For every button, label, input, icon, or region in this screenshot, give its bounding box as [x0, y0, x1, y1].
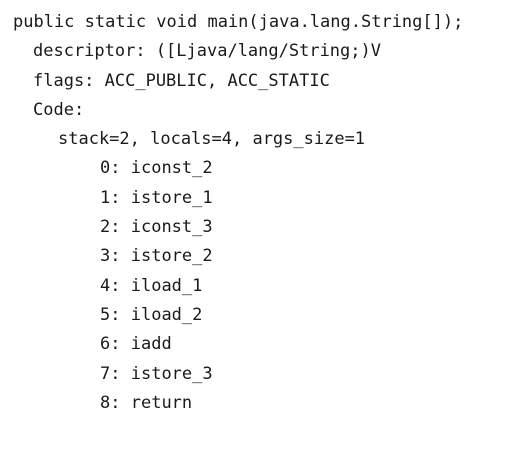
instruction-row: 7: istore_3: [0, 360, 531, 389]
instruction-offset: 6:: [100, 334, 121, 355]
instruction-row: 3: istore_2: [0, 242, 531, 271]
instruction-opcode: istore_2: [130, 246, 213, 267]
code-label: Code:: [33, 99, 85, 120]
instruction-offset: 3:: [100, 246, 121, 267]
instruction-opcode: iconst_3: [130, 217, 213, 238]
instruction-offset: 8:: [100, 392, 121, 413]
instruction-row: 4: iload_1: [0, 272, 531, 301]
instruction-opcode: return: [130, 392, 193, 413]
instruction-offset: 5:: [100, 304, 121, 325]
instruction-opcode: iload_1: [130, 275, 203, 296]
instruction-offset: 7:: [100, 363, 121, 384]
stack-info: stack=2, locals=4, args_size=1: [58, 129, 366, 150]
instruction-offset: 1:: [100, 187, 121, 208]
instruction-row: 0: iconst_2: [0, 154, 531, 183]
method-descriptor: descriptor: ([Ljava/lang/String;)V: [33, 41, 381, 62]
instruction-opcode: iload_2: [130, 304, 203, 325]
instruction-row: 2: iconst_3: [0, 213, 531, 242]
instruction-row: 1: istore_1: [0, 184, 531, 213]
instruction-row: 8: return: [0, 389, 531, 418]
instruction-offset: 2:: [100, 217, 121, 238]
instruction-opcode: iadd: [130, 334, 172, 355]
instruction-offset: 0:: [100, 158, 121, 179]
instruction-opcode: iconst_2: [130, 158, 213, 179]
instruction-row: 5: iload_2: [0, 301, 531, 330]
instruction-opcode: istore_3: [130, 363, 213, 384]
instruction-offset: 4:: [100, 275, 121, 296]
instruction-row: 6: iadd: [0, 330, 531, 359]
method-signature: public static void main(java.lang.String…: [13, 12, 464, 32]
instruction-opcode: istore_1: [130, 187, 213, 208]
method-flags: flags: ACC_PUBLIC, ACC_STATIC: [33, 70, 330, 91]
